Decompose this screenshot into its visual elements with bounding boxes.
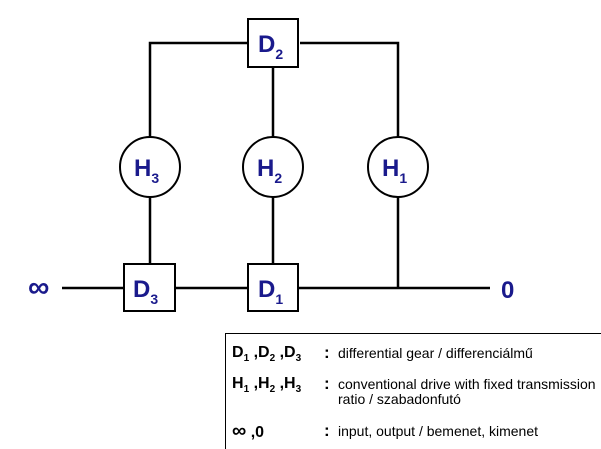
legend-colon: : xyxy=(324,421,330,440)
legend-colon: : xyxy=(324,343,330,362)
legend-desc-differential: differential gear / differenciálmű xyxy=(338,345,533,361)
node-d1-label: D1 xyxy=(258,276,283,307)
node-d3-label: D3 xyxy=(133,276,158,307)
legend-desc-io: input, output / bemenet, kimenet xyxy=(338,423,539,439)
node-h3: H3 xyxy=(119,136,181,198)
node-d1: D1 xyxy=(247,263,299,312)
legend: D1 ,D2 ,D3 : differential gear / differe… xyxy=(225,333,601,449)
node-d3: D3 xyxy=(123,263,176,312)
node-d2: D2 xyxy=(247,18,299,68)
node-h2: H2 xyxy=(242,136,304,198)
node-h2-label: H2 xyxy=(257,155,282,186)
legend-colon: : xyxy=(324,374,330,393)
node-d2-label: D2 xyxy=(258,31,283,62)
legend-desc-conventional: conventional drive with fixed transmissi… xyxy=(338,376,596,407)
line-d2-to-h1 xyxy=(300,41,400,160)
input-symbol: ∞ xyxy=(28,271,49,304)
node-h3-label: H3 xyxy=(134,155,159,186)
output-symbol: 0 xyxy=(501,277,514,304)
line-h3-to-d2 xyxy=(148,41,248,160)
legend-key-io: ∞ ,0 xyxy=(232,420,265,442)
legend-key-d: D1 ,D2 ,D3 xyxy=(232,344,302,365)
connection-lines xyxy=(62,41,490,290)
infinity-icon: ∞ xyxy=(232,420,247,442)
node-h1-label: H1 xyxy=(382,155,407,186)
node-h1: H1 xyxy=(367,136,429,198)
legend-key-h: H1 ,H2 ,H3 xyxy=(232,375,302,396)
